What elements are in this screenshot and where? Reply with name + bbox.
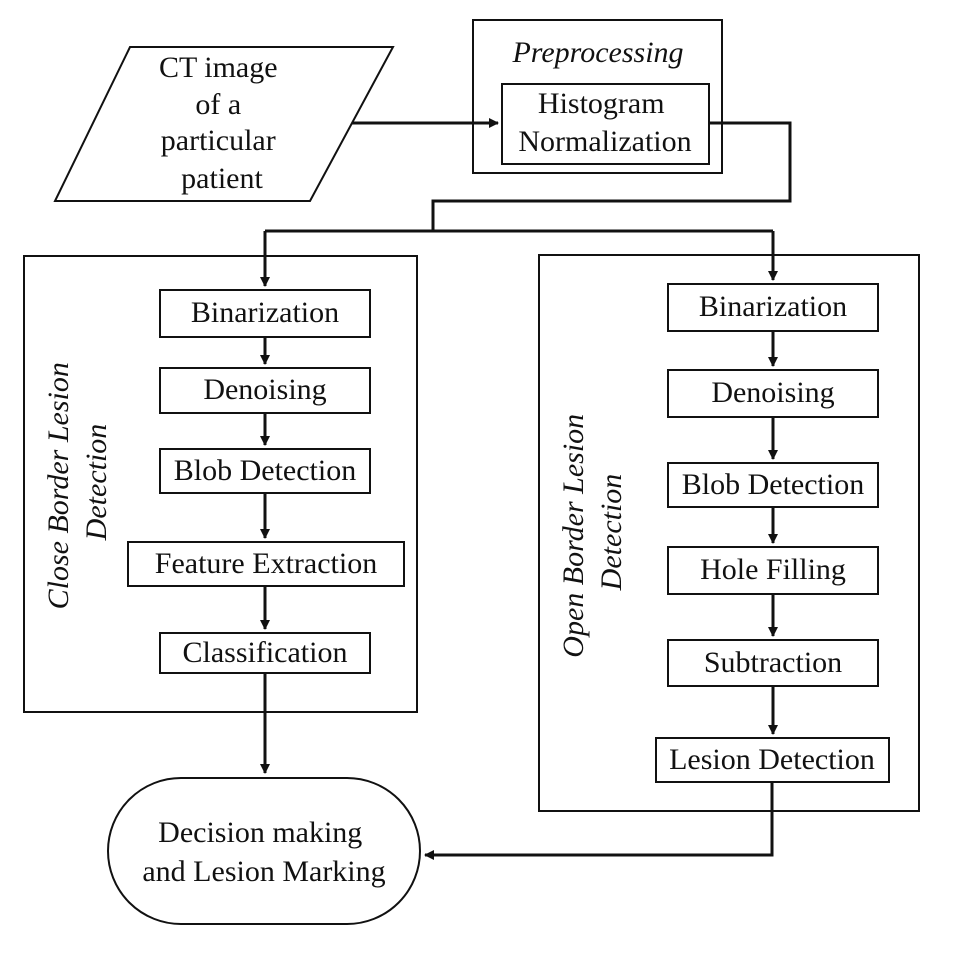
- close-blob-detection-box: [159, 448, 371, 494]
- output-line-1: Decision making: [158, 816, 362, 849]
- open-lesion-detection-box: [655, 737, 890, 783]
- input-line-3: particular: [161, 124, 276, 157]
- histogram-normalization-label: Histogram Normalization: [518, 87, 691, 158]
- close-feature-extraction-box: [127, 541, 405, 587]
- arrow-open-lesion-detection-to-output: [424, 782, 774, 860]
- preprocessing-title: Preprocessing: [511, 36, 683, 69]
- close-border-title: Close Border Lesion Detection: [42, 355, 113, 610]
- close-binarization-box: [159, 289, 371, 338]
- close-classification-label: Classification: [183, 636, 348, 669]
- open-blob-detection-box: [667, 462, 879, 508]
- open-border-title: Open Border Lesion Detection: [557, 406, 628, 657]
- open-border-title-line-2: Detection: [595, 474, 628, 592]
- open-hole-filling-label: Hole Filling: [700, 553, 846, 586]
- input-node-shape: [53, 46, 395, 202]
- open-hole-filling-box: [667, 546, 879, 595]
- histogram-normalization-box: [501, 83, 710, 165]
- open-blob-detection-label: Blob Detection: [682, 468, 864, 501]
- close-border-title-line-1: Close Border Lesion: [42, 362, 75, 609]
- close-blob-detection-label: Blob Detection: [174, 454, 356, 487]
- input-line-2: of a: [195, 88, 241, 121]
- open-denoising-box: [667, 369, 879, 418]
- close-feature-extraction-label: Feature Extraction: [155, 547, 377, 580]
- open-border-container: [538, 254, 920, 812]
- open-subtraction-label: Subtraction: [704, 646, 842, 679]
- open-denoising-label: Denoising: [711, 376, 834, 409]
- input-line-1: CT image: [159, 51, 278, 84]
- open-binarization-label: Binarization: [699, 290, 847, 323]
- output-node-shape: [107, 777, 421, 925]
- open-binarization-box: [667, 283, 879, 332]
- histogram-normalization-line-2: Normalization: [518, 125, 691, 158]
- close-binarization-label: Binarization: [191, 296, 339, 329]
- close-denoising-label: Denoising: [203, 373, 326, 406]
- close-denoising-box: [159, 367, 371, 414]
- open-border-title-line-1: Open Border Lesion: [557, 414, 590, 658]
- output-line-2: and Lesion Marking: [142, 855, 385, 888]
- output-node-label: Decision making and Lesion Marking: [142, 816, 385, 888]
- close-border-container: [23, 255, 418, 713]
- close-border-title-line-2: Detection: [80, 424, 113, 542]
- connector-preprocessing-split: [431, 121, 792, 231]
- preprocessing-container: [472, 19, 723, 174]
- input-node-label: CT image of a particular patient: [159, 51, 285, 195]
- open-lesion-detection-label: Lesion Detection: [669, 743, 875, 776]
- open-subtraction-box: [667, 639, 879, 687]
- arrow-split-to-close-border: [265, 229, 773, 286]
- histogram-normalization-line-1: Histogram: [538, 87, 665, 120]
- input-line-4: patient: [181, 162, 263, 195]
